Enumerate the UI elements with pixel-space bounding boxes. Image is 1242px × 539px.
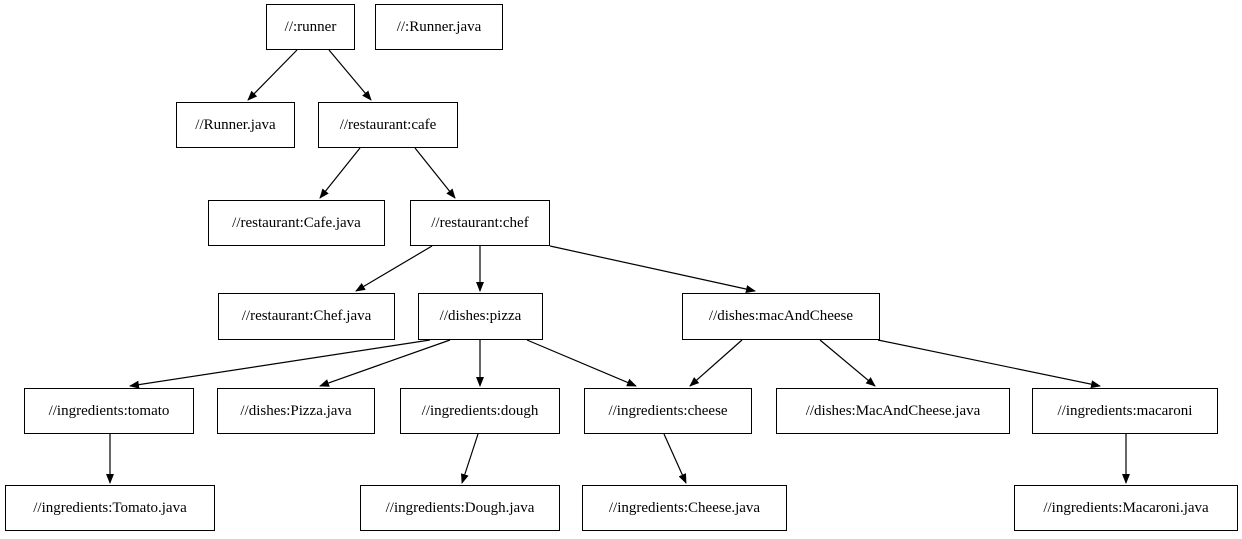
graph-node-label: //ingredients:dough (421, 402, 539, 419)
graph-node-label: //ingredients:Dough.java (385, 499, 535, 516)
graph-node-label: //Runner.java (195, 116, 276, 133)
graph-node-label: //dishes:pizza (439, 308, 522, 324)
graph-node-label: //ingredients:cheese (608, 402, 728, 419)
graph-node-label: //ingredients:tomato (48, 402, 170, 419)
graph-node-label: //:runner (284, 18, 337, 35)
graph-node-runner_java_root[interactable]: //:Runner.java (375, 4, 503, 50)
graph-node-label: //dishes:MacAndCheese.java (805, 402, 981, 419)
graph-node-pizza_java[interactable]: //dishes:Pizza.java (217, 388, 375, 434)
graph-node-ing_cheese[interactable]: //ingredients:cheese (584, 388, 752, 434)
graph-node-runner[interactable]: //:runner (266, 4, 355, 50)
graph-node-runner_java[interactable]: //Runner.java (176, 102, 295, 148)
graph-node-label: //restaurant:cafe (339, 116, 437, 133)
graph-node-dishes_pizza[interactable]: //dishes:pizza (418, 293, 543, 340)
graph-node-label: //restaurant:Cafe.java (232, 214, 361, 231)
graph-node-label: //restaurant:Chef.java (241, 308, 372, 324)
graph-node-label: //ingredients:Tomato.java (33, 499, 187, 516)
graph-node-restaurant_cafe[interactable]: //restaurant:cafe (318, 102, 458, 148)
graph-node-tomato_java[interactable]: //ingredients:Tomato.java (5, 485, 215, 531)
graph-node-label: //ingredients:Macaroni.java (1043, 499, 1209, 516)
graph-node-ing_tomato[interactable]: //ingredients:tomato (24, 388, 194, 434)
graph-node-macaroni_java[interactable]: //ingredients:Macaroni.java (1014, 485, 1238, 531)
graph-node-cheese_java[interactable]: //ingredients:Cheese.java (582, 485, 787, 531)
graph-node-label: //dishes:Pizza.java (240, 402, 352, 419)
graph-node-dishes_mac[interactable]: //dishes:macAndCheese (682, 293, 880, 340)
graph-node-label: //ingredients:macaroni (1057, 402, 1193, 419)
graph-node-mac_java[interactable]: //dishes:MacAndCheese.java (776, 388, 1010, 434)
graph-node-label: //restaurant:chef (431, 214, 529, 231)
graph-node-label: //ingredients:Cheese.java (608, 499, 761, 516)
graph-node-chef_java[interactable]: //restaurant:Chef.java (218, 293, 395, 340)
graph-node-label: //dishes:macAndCheese (708, 308, 854, 324)
graph-node-ing_macaroni[interactable]: //ingredients:macaroni (1032, 388, 1218, 434)
graph-node-label: //:Runner.java (396, 18, 482, 35)
graph-node-restaurant_chef[interactable]: //restaurant:chef (410, 200, 550, 246)
graph-node-cafe_java[interactable]: //restaurant:Cafe.java (208, 200, 385, 246)
graph-node-dough_java[interactable]: //ingredients:Dough.java (360, 485, 560, 531)
graph-node-ing_dough[interactable]: //ingredients:dough (400, 388, 560, 434)
